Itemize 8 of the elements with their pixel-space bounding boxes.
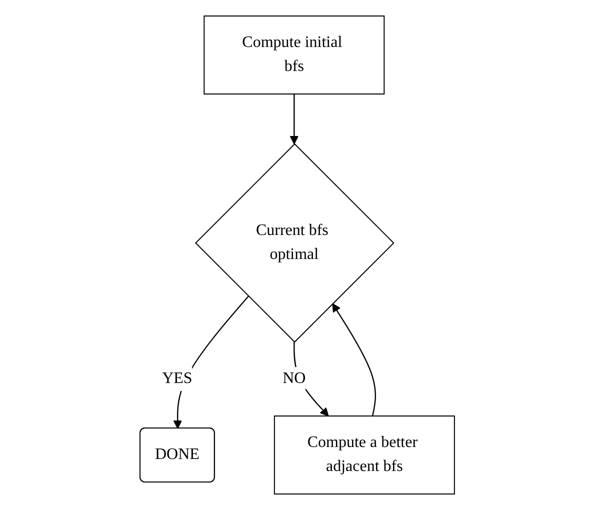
edge-label: YES [162,370,193,387]
node-box: Compute initial bfs [204,16,385,94]
node-diamond: Current bfs optimal [195,143,395,343]
arrow [290,94,299,144]
arrow [332,303,376,416]
node-box: Compute a better adjacent bfs [274,416,456,494]
arrow [294,342,330,416]
edge-label: NO [282,370,306,387]
